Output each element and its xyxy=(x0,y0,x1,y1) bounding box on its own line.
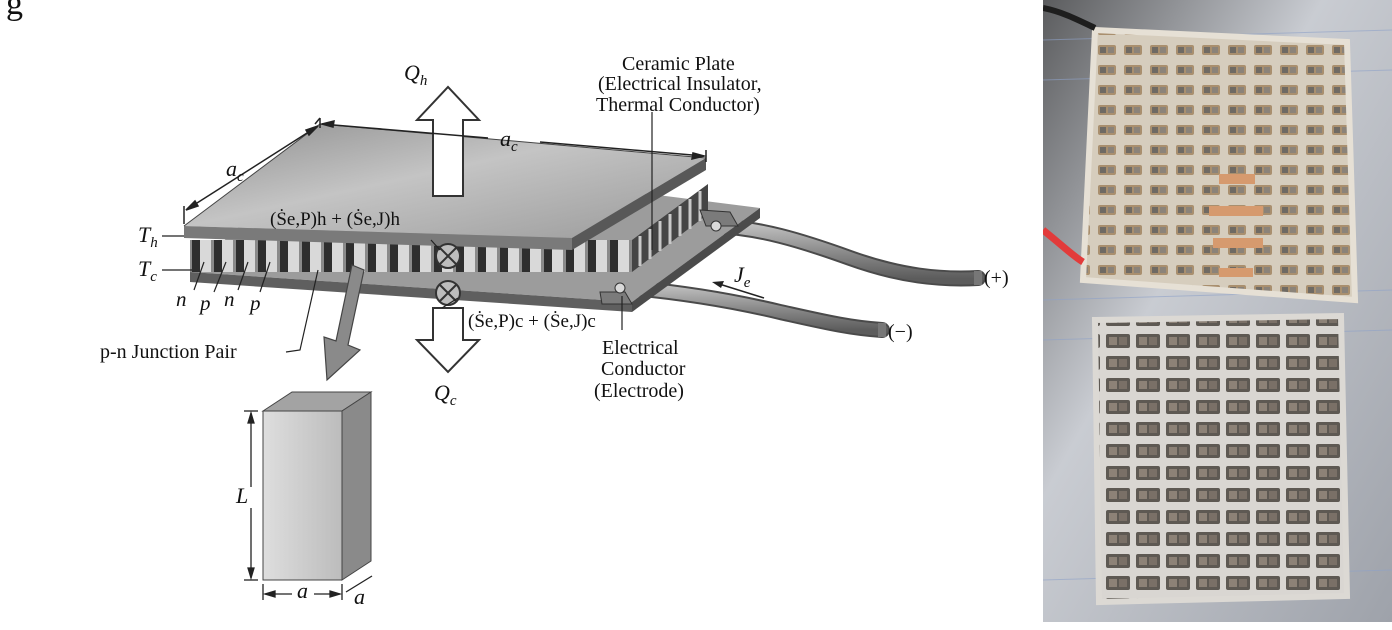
svg-text:Qh: Qh xyxy=(404,60,427,89)
label-conductor-line-3: (Electrode) xyxy=(594,380,684,402)
svg-text:Je: Je xyxy=(734,262,751,291)
label-q-hot: Qh xyxy=(404,60,427,89)
label-width: a xyxy=(297,578,308,603)
label-junction-pair: p-n Junction Pair xyxy=(100,341,237,363)
svg-text:Th: Th xyxy=(138,222,158,251)
label-t-hot: Th xyxy=(138,222,158,251)
label-ac-side: ac xyxy=(226,156,244,185)
label-n-2: n xyxy=(224,287,235,311)
junction-symbol-hot xyxy=(436,244,460,268)
module-top-photo xyxy=(1083,30,1355,300)
module-photo xyxy=(1043,0,1392,622)
label-ceramic-line-1: Ceramic Plate xyxy=(622,53,735,75)
label-n-1: n xyxy=(176,287,187,311)
label-q-cold: Qc xyxy=(434,380,457,409)
label-entropy-hot: (Ṡe,P)h + (Ṡe,J)h xyxy=(270,209,400,230)
label-current: Je xyxy=(734,262,751,291)
label-depth: a xyxy=(354,584,365,609)
label-p-1: p xyxy=(198,291,211,315)
label-p-2: p xyxy=(248,291,261,315)
label-ac-top: ac xyxy=(500,126,518,155)
label-plus: (+) xyxy=(984,267,1009,289)
svg-text:Qc: Qc xyxy=(434,380,457,409)
label-height: L xyxy=(235,483,248,508)
label-t-cold: Tc xyxy=(138,256,157,285)
svg-text:ac: ac xyxy=(226,156,244,185)
module-bottom-photo xyxy=(1095,316,1347,602)
label-ceramic-line-2: (Electrical Insulator, xyxy=(598,73,762,95)
label-conductor-line-1: Electrical xyxy=(602,337,679,359)
single-leg-block xyxy=(263,392,371,580)
solder-joint-top xyxy=(711,221,721,231)
junction-symbol-cold xyxy=(436,281,460,305)
wire-positive xyxy=(716,226,982,285)
label-minus: (−) xyxy=(888,321,913,343)
label-conductor-line-2: Conductor xyxy=(601,358,686,380)
solder-joint-bottom xyxy=(615,283,625,293)
label-entropy-cold: (Ṡe,P)c + (Ṡe,J)c xyxy=(468,311,596,332)
header-fragment: g xyxy=(6,0,23,22)
svg-text:Tc: Tc xyxy=(138,256,157,285)
svg-text:ac: ac xyxy=(500,126,518,155)
label-ceramic-line-3: Thermal Conductor) xyxy=(596,94,760,116)
